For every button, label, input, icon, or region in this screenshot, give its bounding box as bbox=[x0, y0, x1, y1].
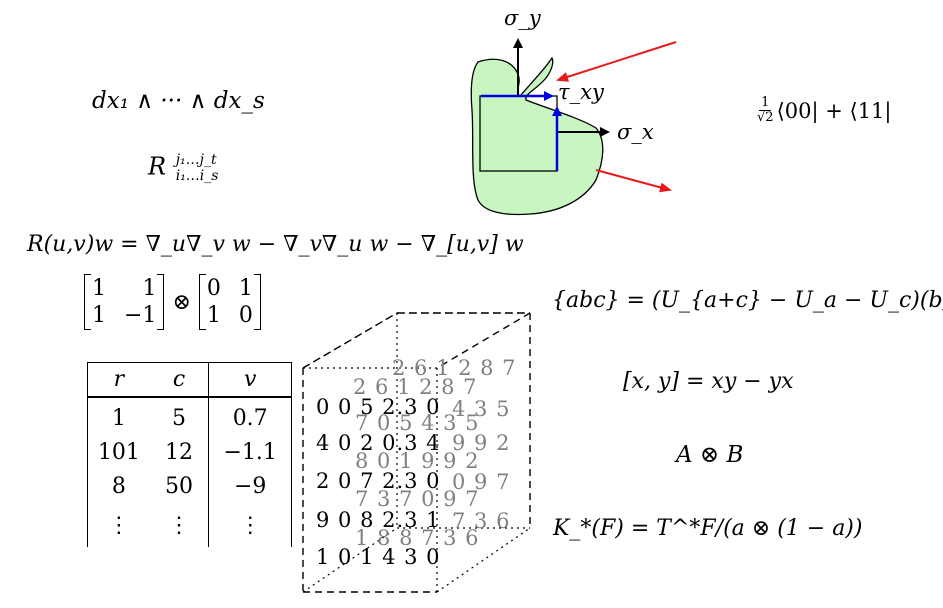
table-row: 1 5 0.7 bbox=[87, 401, 292, 435]
tensor-front-row: 0 0 5 2.3 0 bbox=[316, 395, 441, 419]
table-cell: 0.7 bbox=[208, 401, 292, 435]
tensor-mid-row: 8 0 1 9 9 2 bbox=[355, 449, 480, 473]
table-cell: ⋮ bbox=[168, 512, 191, 538]
tensor-mid-row: 7 0 5 4 3 5 bbox=[355, 411, 480, 435]
k-theory-formula: K_*(F) = T^*F/(a ⊗ (1 − a)) bbox=[553, 516, 862, 541]
load-arrow-in bbox=[556, 41, 677, 82]
tensor-back-row: 7 3 6 bbox=[452, 509, 511, 533]
matrix-entry: 0 bbox=[238, 303, 253, 328]
riemann-tensor-formula: R j₁…j_t i₁…i_s bbox=[148, 152, 218, 184]
table-cell: −1.1 bbox=[208, 435, 292, 469]
table-cell: 8 bbox=[87, 469, 150, 503]
tensor-front-row: 4 0 2 0.3 4 bbox=[316, 431, 441, 455]
coef-numerator: 1 bbox=[759, 95, 772, 111]
riemann-sup: j₁…j_t bbox=[175, 152, 217, 168]
tensor-back-row: 9 9 2 bbox=[452, 431, 511, 455]
riemann-sub: i₁…i_s bbox=[175, 168, 219, 184]
matrix-entry: −1 bbox=[124, 303, 157, 328]
kronecker-expression: 1 1 1 −1 ⊗ 0 1 1 0 bbox=[84, 274, 261, 330]
tensor-front-row: 1 0 1 4 3 0 bbox=[316, 545, 441, 569]
tensor-mid-row: 1 8 8 7 3 6 bbox=[355, 526, 480, 550]
table-separator bbox=[87, 397, 292, 401]
wedge-text: dx₁ ∧ ··· ∧ dx_s bbox=[92, 88, 265, 114]
tensor-mid-row: 2 6 1 2 8 7 bbox=[353, 375, 478, 399]
commutator-text: [x, y] = xy − yx bbox=[623, 369, 794, 394]
coef-denominator: √2 bbox=[757, 110, 774, 125]
tensor-box bbox=[302, 312, 531, 593]
tensor-mid-row: 7 3 7 0 9 7 bbox=[355, 487, 480, 511]
load-arrow-out bbox=[595, 169, 672, 193]
wedge-formula: dx₁ ∧ ··· ∧ dx_s bbox=[92, 88, 265, 114]
tensor-product-formula: A ⊗ B bbox=[676, 442, 743, 468]
tensor-back-row: 0 9 7 bbox=[452, 470, 511, 494]
table-row: 8 50 −9 bbox=[87, 469, 292, 503]
header-v: v bbox=[208, 363, 292, 396]
matrix-entry: 0 bbox=[206, 276, 221, 301]
sigma-x-label: σ_x bbox=[617, 120, 654, 144]
curvature-text: R(u,v)w = ∇_u∇_v w − ∇_v∇_u w − ∇_[u,v] … bbox=[27, 232, 524, 257]
table-cell: 5 bbox=[172, 405, 187, 431]
table-cell: 50 bbox=[165, 473, 194, 499]
table-header: r c v bbox=[87, 362, 292, 397]
commutator-formula: [x, y] = xy − yx bbox=[623, 369, 794, 394]
table-row: 101 12 −1.1 bbox=[87, 435, 292, 469]
table-cell: 12 bbox=[165, 439, 194, 465]
table-row: ⋮ ⋮ ⋮ bbox=[87, 503, 292, 547]
matrix-entry: 1 bbox=[238, 276, 253, 301]
table-cell: 1 bbox=[87, 401, 150, 435]
header-r: r bbox=[87, 363, 150, 396]
tensor-product-text: A ⊗ B bbox=[676, 442, 744, 468]
jordan-text: {abc} = (U_{a+c} − U_a − U_c)(b) bbox=[552, 288, 943, 313]
header-c: c bbox=[172, 367, 186, 392]
stress-diagram bbox=[470, 38, 677, 216]
tensor-operator: ⊗ bbox=[172, 289, 191, 315]
tau-xy-label: τ_xy bbox=[558, 80, 604, 104]
matrix-entry: 1 bbox=[92, 303, 106, 328]
quantum-state-rest: ⟨00| + ⟨11| bbox=[776, 98, 892, 123]
tensor-front-row: 9 0 8 2.3 1 bbox=[316, 508, 441, 532]
table-cell: 101 bbox=[87, 435, 150, 469]
riemann-base: R bbox=[148, 152, 167, 181]
tensor-back-row: 2 6 1 2 8 7 bbox=[392, 356, 517, 380]
matrix-entry: 1 bbox=[92, 276, 106, 301]
matrix-entry: 1 bbox=[142, 276, 157, 301]
sparse-table: r c v 1 5 0.7 101 12 −1.1 8 50 −9 ⋮ ⋮ ⋮ bbox=[87, 362, 292, 547]
curvature-formula: R(u,v)w = ∇_u∇_v w − ∇_v∇_u w − ∇_[u,v] … bbox=[27, 232, 524, 257]
table-cell: ⋮ bbox=[87, 503, 150, 547]
tensor-back-row: 4 3 5 bbox=[452, 397, 511, 421]
table-cell: ⋮ bbox=[208, 503, 292, 547]
table-cell: −9 bbox=[208, 469, 292, 503]
tensor-front-row: 2 0 7 2.3 0 bbox=[316, 469, 441, 493]
matrix-entry: 1 bbox=[206, 303, 221, 328]
quantum-state-formula: 1 √2 ⟨00| + ⟨11| bbox=[757, 96, 892, 125]
sigma-y-label: σ_y bbox=[504, 6, 541, 30]
jordan-formula: {abc} = (U_{a+c} − U_a − U_c)(b) bbox=[552, 288, 943, 313]
k-theory-text: K_*(F) = T^*F/(a ⊗ (1 − a)) bbox=[553, 516, 863, 541]
left-matrix: 1 1 1 −1 bbox=[84, 274, 165, 330]
right-matrix: 0 1 1 0 bbox=[198, 274, 261, 330]
